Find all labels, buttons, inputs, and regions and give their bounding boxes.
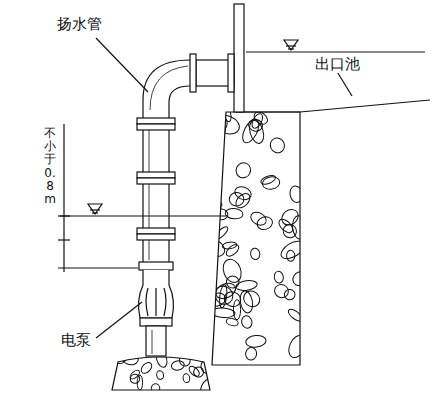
- part-label: 扬水管: [56, 16, 103, 33]
- rock-texture: [222, 241, 237, 249]
- rock-texture: [225, 317, 239, 327]
- rock-texture: [239, 117, 262, 145]
- rock-texture: [286, 250, 295, 261]
- part-label: 电泵: [60, 332, 92, 349]
- rock-texture: [178, 353, 192, 368]
- rock-texture: [220, 257, 244, 285]
- rock-texture: [247, 118, 263, 132]
- rock-texture: [182, 373, 190, 383]
- rock-texture: [139, 360, 154, 375]
- rock-texture: [273, 271, 284, 284]
- drawing-lines: [58, 4, 430, 398]
- rock-texture: [214, 208, 228, 220]
- rock-texture: [187, 365, 201, 379]
- rock-texture: [154, 349, 168, 369]
- rock-texture: [250, 247, 261, 260]
- rock-texture: [202, 195, 223, 211]
- rock-texture: [279, 206, 302, 228]
- rock-texture: [278, 238, 307, 263]
- rock-texture: [214, 225, 230, 241]
- rock-texture: [211, 282, 236, 308]
- rock-texture: [233, 184, 253, 201]
- rock-texture: [239, 290, 255, 314]
- rock-texture: [260, 174, 277, 186]
- rock-texture: [200, 360, 211, 374]
- rock-texture: [249, 210, 269, 228]
- rock-texture: [234, 160, 253, 180]
- rock-texture: [211, 307, 236, 318]
- rock-texture: [156, 370, 164, 380]
- rock-texture: [129, 369, 141, 381]
- rock-texture: [220, 102, 233, 123]
- part-label: 出口池: [314, 56, 361, 73]
- rock-texture: [286, 333, 309, 360]
- rock-texture: [292, 215, 307, 240]
- rock-texture: [245, 347, 258, 361]
- rock-texture: [198, 377, 215, 398]
- rock-texture: [151, 383, 161, 394]
- rock-texture: [245, 334, 267, 348]
- rock-texture: [289, 185, 304, 204]
- rock-texture: [118, 348, 140, 367]
- rock-texture: [268, 136, 287, 156]
- rock-texture: [250, 112, 265, 130]
- rock-texture: [213, 124, 226, 135]
- rock-texture: [113, 350, 128, 366]
- rock-texture: [272, 282, 290, 300]
- rock-texture: [291, 270, 308, 288]
- rock-texture: [284, 289, 296, 300]
- rock-texture: [224, 242, 241, 258]
- rock-texture: [287, 307, 304, 323]
- rock-texture: [240, 315, 253, 330]
- rock-texture: [210, 114, 230, 135]
- dimension-label: 不小于0.8m: [44, 126, 56, 207]
- rock-texture: [233, 191, 252, 211]
